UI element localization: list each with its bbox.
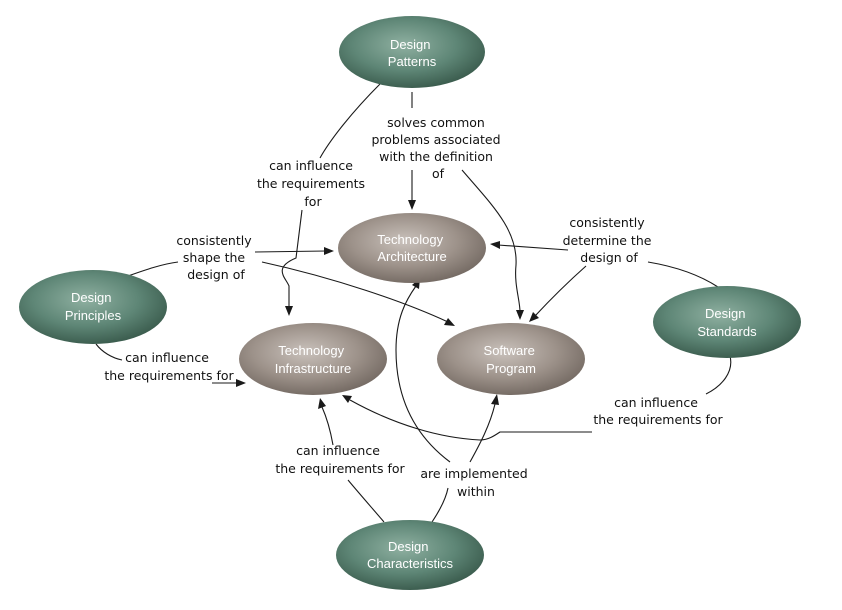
technology-infrastructure-shape <box>239 323 387 395</box>
arrowhead <box>318 398 326 409</box>
edge-standards-influence-line <box>705 355 732 395</box>
label-standards-influence: can influence the requirements for <box>593 395 723 427</box>
technology-infrastructure-label: Technology Infrastructure <box>275 343 352 376</box>
node-design-characteristics: Design Characteristics <box>336 520 484 590</box>
edge-characteristics-to-software <box>469 403 496 463</box>
design-standards-shape <box>653 286 801 358</box>
node-design-principles: Design Principles <box>19 270 167 344</box>
design-principles-shape <box>19 270 167 344</box>
edge-principles-influence-line <box>95 343 123 361</box>
edges <box>95 83 732 523</box>
node-technology-architecture: Technology Architecture <box>338 213 486 283</box>
edge-patterns-influence-line <box>319 83 381 159</box>
label-principles-influence: can influence the requirements for <box>104 350 234 383</box>
label-principles-shape: consistently shape the design of <box>176 233 255 282</box>
design-patterns-shape <box>339 16 485 88</box>
software-program-label: Software Program <box>484 343 539 376</box>
label-characteristics-implemented: are implemented within <box>420 466 531 499</box>
arrowhead <box>444 318 455 326</box>
edge-principles-to-architecture <box>254 250 327 253</box>
design-patterns-label: Design Patterns <box>388 37 437 69</box>
technology-architecture-shape <box>338 213 486 283</box>
edge-patterns-to-software <box>461 169 521 313</box>
design-characteristics-label: Design Characteristics <box>367 539 453 571</box>
edge-principles-to-software <box>261 261 449 323</box>
node-design-standards: Design Standards <box>653 286 801 358</box>
edge-patterns-to-infrastructure <box>281 209 303 308</box>
arrowhead <box>236 379 246 387</box>
arrowhead <box>529 312 539 322</box>
edge-characteristics-to-infrastructure <box>321 406 334 446</box>
software-program-shape <box>437 323 585 395</box>
design-principles-label: Design Principles <box>65 290 122 323</box>
label-patterns-influence: can influence the requirements for <box>257 158 369 209</box>
arrowhead <box>285 306 293 316</box>
edge-characteristics-influence-line <box>347 479 385 523</box>
technology-architecture-label: Technology Architecture <box>377 232 446 264</box>
edge-principles-line <box>127 261 179 277</box>
edge-standards-to-software <box>534 265 587 317</box>
arrowhead <box>516 310 524 320</box>
edge-standards-line <box>647 261 719 288</box>
arrowhead <box>408 200 416 210</box>
edge-standards-to-architecture <box>497 244 569 251</box>
label-patterns-solve: solves common problems associated with t… <box>371 115 504 181</box>
edge-characteristics-to-architecture <box>395 285 451 463</box>
arrowhead <box>342 395 352 403</box>
arrowhead <box>491 394 499 405</box>
design-standards-label: Design Standards <box>697 306 757 339</box>
node-technology-infrastructure: Technology Infrastructure <box>239 323 387 395</box>
design-characteristics-shape <box>336 520 484 590</box>
arrowhead <box>324 247 334 255</box>
edge-characteristics-line <box>431 487 449 523</box>
label-characteristics-influence: can influence the requirements for <box>275 443 405 476</box>
label-standards-determine: consistently determine the design of <box>563 215 656 265</box>
node-design-patterns: Design Patterns <box>339 16 485 88</box>
node-software-program: Software Program <box>437 323 585 395</box>
edge-standards-to-infrastructure <box>349 399 592 441</box>
arrowhead <box>490 241 500 249</box>
